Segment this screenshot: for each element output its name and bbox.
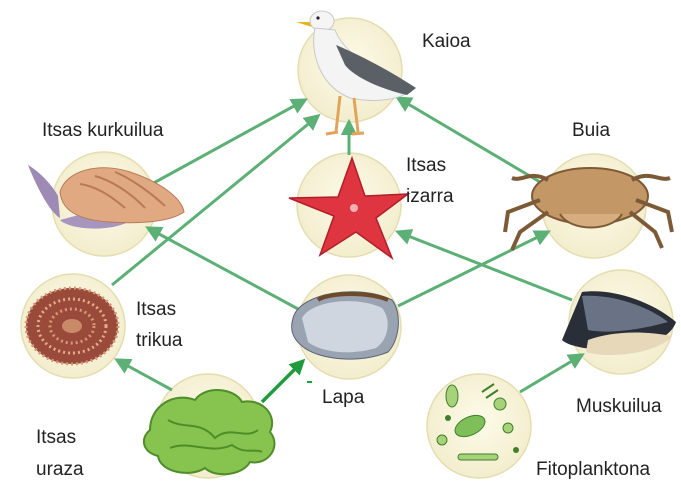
label-izarra-line2: izarra: [406, 183, 454, 211]
label-izarra-line1: Itsas: [406, 152, 446, 180]
label-uraza-line2: uraza: [36, 456, 84, 484]
label-kurkuilua: Itsas kurkuilua: [42, 117, 163, 145]
label-kaioa: Kaioa: [422, 28, 471, 56]
label-trikua-line2: trikua: [136, 327, 182, 355]
label-muskuilua: Muskuilua: [576, 393, 662, 421]
limpet-icon: [292, 292, 399, 359]
label-uraza-line1: Itsas: [36, 424, 76, 452]
label-fitoplanktona: Fitoplanktona: [536, 456, 650, 484]
sea-lettuce-icon: [144, 390, 275, 474]
sea-snail-icon: [28, 165, 184, 229]
arrow-lapa-to-buia: [398, 232, 548, 306]
label-lapa: Lapa: [322, 384, 364, 412]
arrow-muskuilua-to-izarra: [398, 232, 572, 300]
arrow-tick-mark: [307, 381, 312, 383]
label-trikua-line1: Itsas: [136, 296, 176, 324]
sea-urchin-icon: [26, 288, 118, 364]
arrow-kurkuilua-to-kaioa: [150, 100, 305, 185]
label-buia: Buia: [572, 117, 610, 145]
arrow-fitoplanktona-to-muskuilua: [520, 355, 582, 392]
arrow-uraza-to-lapa: [262, 361, 303, 402]
arrow-uraza-to-trikua: [117, 360, 172, 390]
